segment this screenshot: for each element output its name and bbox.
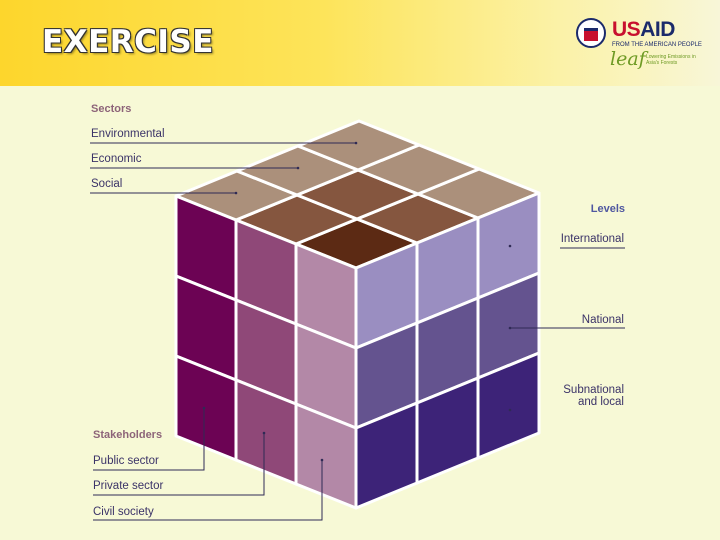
leader-dot-subnational bbox=[509, 409, 512, 412]
stakeholder-label-public: Public sector bbox=[93, 455, 159, 467]
sectors-heading: Sectors bbox=[91, 103, 131, 115]
level-label-subnational: Subnational and local bbox=[554, 384, 624, 408]
level-label-international: International bbox=[561, 233, 624, 245]
sector-label-economic: Economic bbox=[91, 153, 142, 165]
sector-label-environmental: Environmental bbox=[91, 128, 165, 140]
leader-dot-international bbox=[509, 245, 512, 248]
leader-dot-private bbox=[263, 432, 266, 435]
rubiks-cube bbox=[176, 121, 539, 508]
stakeholders-heading: Stakeholders bbox=[93, 429, 162, 441]
stakeholder-label-private: Private sector bbox=[93, 480, 163, 492]
leader-dot-environmental bbox=[355, 142, 358, 145]
leader-dot-economic bbox=[297, 167, 300, 170]
sector-label-social: Social bbox=[91, 178, 122, 190]
levels-heading: Levels bbox=[591, 203, 625, 215]
level-label-national: National bbox=[582, 314, 624, 326]
stakeholder-label-civil: Civil society bbox=[93, 506, 154, 518]
leader-dot-national bbox=[509, 327, 512, 330]
leader-dot-public bbox=[203, 407, 206, 410]
leader-dot-social bbox=[235, 192, 238, 195]
leader-dot-civil bbox=[321, 459, 324, 462]
